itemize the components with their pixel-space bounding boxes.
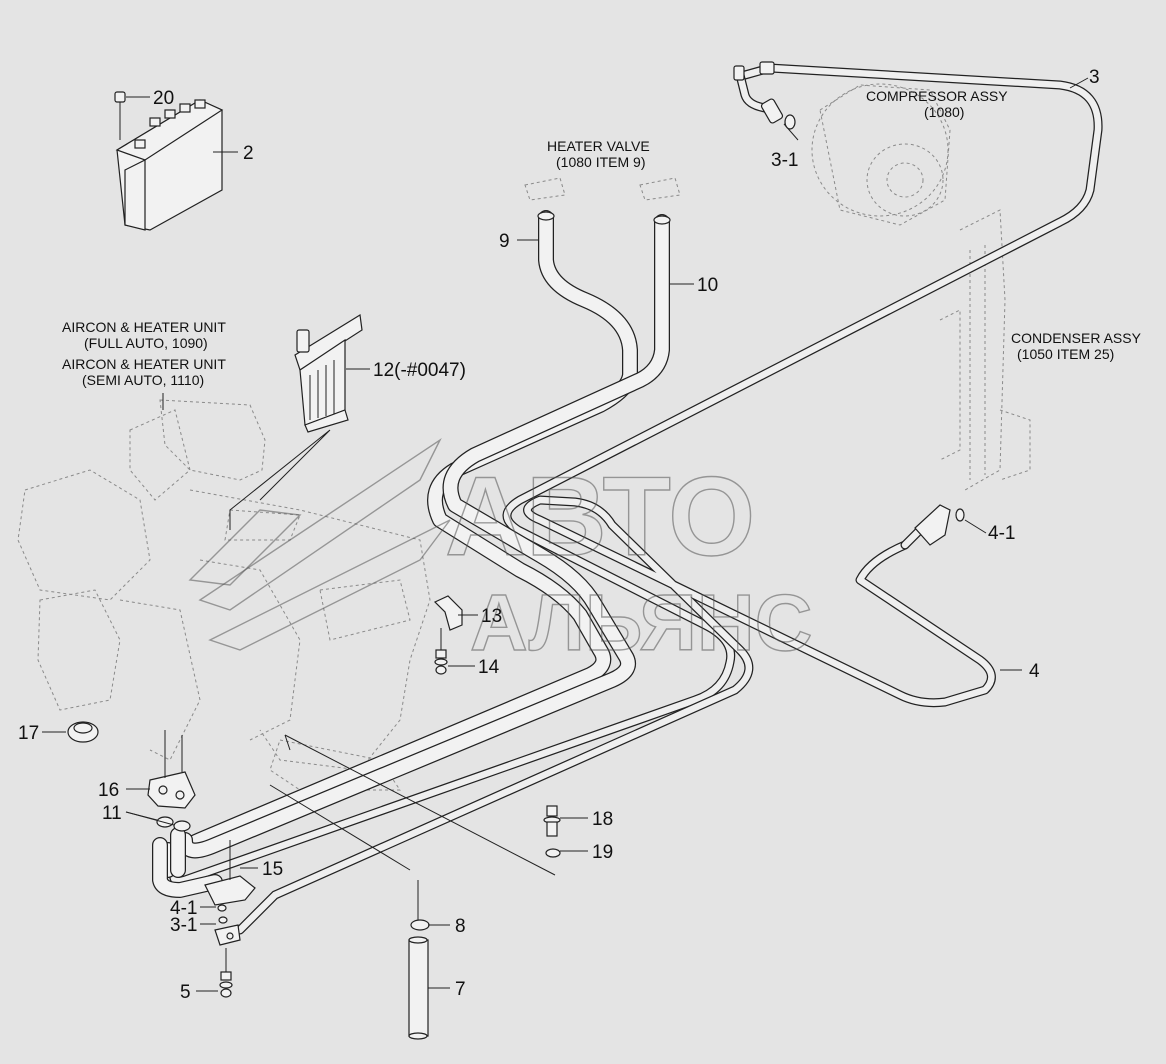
part-15-plate xyxy=(204,840,256,906)
part-13-bracket xyxy=(433,595,463,631)
callout-15: 15 xyxy=(262,859,283,880)
part-2-control-panel xyxy=(115,99,224,231)
lower-orings xyxy=(214,904,241,946)
callout-12: 12(-#0047) xyxy=(373,360,466,381)
callout-11: 11 xyxy=(102,803,122,824)
callout-5: 5 xyxy=(180,982,191,1003)
pipe-3 xyxy=(169,63,1103,886)
part-18-bolt xyxy=(543,805,561,837)
callout-3-1-top: 3-1 xyxy=(771,150,798,171)
callout-9: 9 xyxy=(499,231,510,252)
watermark-logo xyxy=(188,437,451,651)
condenser-title: CONDENSER ASSY xyxy=(1011,330,1142,346)
compressor-fittings xyxy=(733,61,796,130)
heater-hose-10 xyxy=(177,214,670,859)
callout-16: 16 xyxy=(98,780,119,801)
part-14-bolt xyxy=(434,628,448,675)
part-19-washer xyxy=(545,848,561,858)
part-20-screw xyxy=(114,91,126,140)
compressor-ref: (1080) xyxy=(924,104,964,120)
compressor-title: COMPRESSOR ASSY xyxy=(866,88,1008,104)
condenser-ref: (1050 ITEM 25) xyxy=(1017,346,1114,362)
callout-8: 8 xyxy=(455,916,466,937)
heater-valve-fittings xyxy=(524,177,681,225)
callout-18: 18 xyxy=(592,809,613,830)
heater-valve-ref: (1080 ITEM 9) xyxy=(556,154,645,170)
unit-leader-lines xyxy=(269,734,556,876)
aircon-full-ref: (FULL AUTO, 1090) xyxy=(84,335,208,351)
callout-4-1-right: 4-1 xyxy=(988,523,1015,544)
heater-valve-title: HEATER VALVE xyxy=(547,138,650,154)
part-11-clamps xyxy=(156,816,191,832)
aircon-semi-ref: (SEMI AUTO, 1110) xyxy=(82,372,204,388)
callout-7: 7 xyxy=(455,979,466,1000)
callout-10: 10 xyxy=(697,275,718,296)
callout-13: 13 xyxy=(481,606,502,627)
part-8-clamp xyxy=(410,919,430,931)
compressor-ghost xyxy=(811,83,951,226)
callout-3-1-left: 3-1 xyxy=(170,915,197,936)
watermark-line-1: АВТО xyxy=(445,454,755,579)
callout-leaders xyxy=(42,77,1089,992)
callout-3: 3 xyxy=(1089,67,1100,88)
part-5-bolt xyxy=(219,948,233,998)
callout-17: 17 xyxy=(18,723,39,744)
callout-4-1-left: 4-1 xyxy=(170,898,197,919)
part-12-leader xyxy=(229,429,331,530)
condenser-ghost xyxy=(939,209,1031,491)
callout-2: 2 xyxy=(243,143,254,164)
heater-hose-9 xyxy=(159,210,638,878)
aircon-full-title: AIRCON & HEATER UNIT xyxy=(62,319,226,335)
aircon-semi-title: AIRCON & HEATER UNIT xyxy=(62,356,226,372)
condenser-fitting xyxy=(914,504,965,546)
part-12-heater-core xyxy=(294,314,363,433)
callout-4: 4 xyxy=(1029,661,1040,682)
part-16-plate xyxy=(147,730,196,809)
callout-14: 14 xyxy=(478,657,500,678)
callout-19: 19 xyxy=(592,842,613,863)
hose-ends-lower xyxy=(152,827,223,898)
watermark-line-2: АЛЬЯНС xyxy=(470,578,812,667)
part-7-drain-hose xyxy=(408,880,429,1040)
callout-20: 20 xyxy=(153,88,174,109)
part-17-grommet xyxy=(67,721,99,743)
